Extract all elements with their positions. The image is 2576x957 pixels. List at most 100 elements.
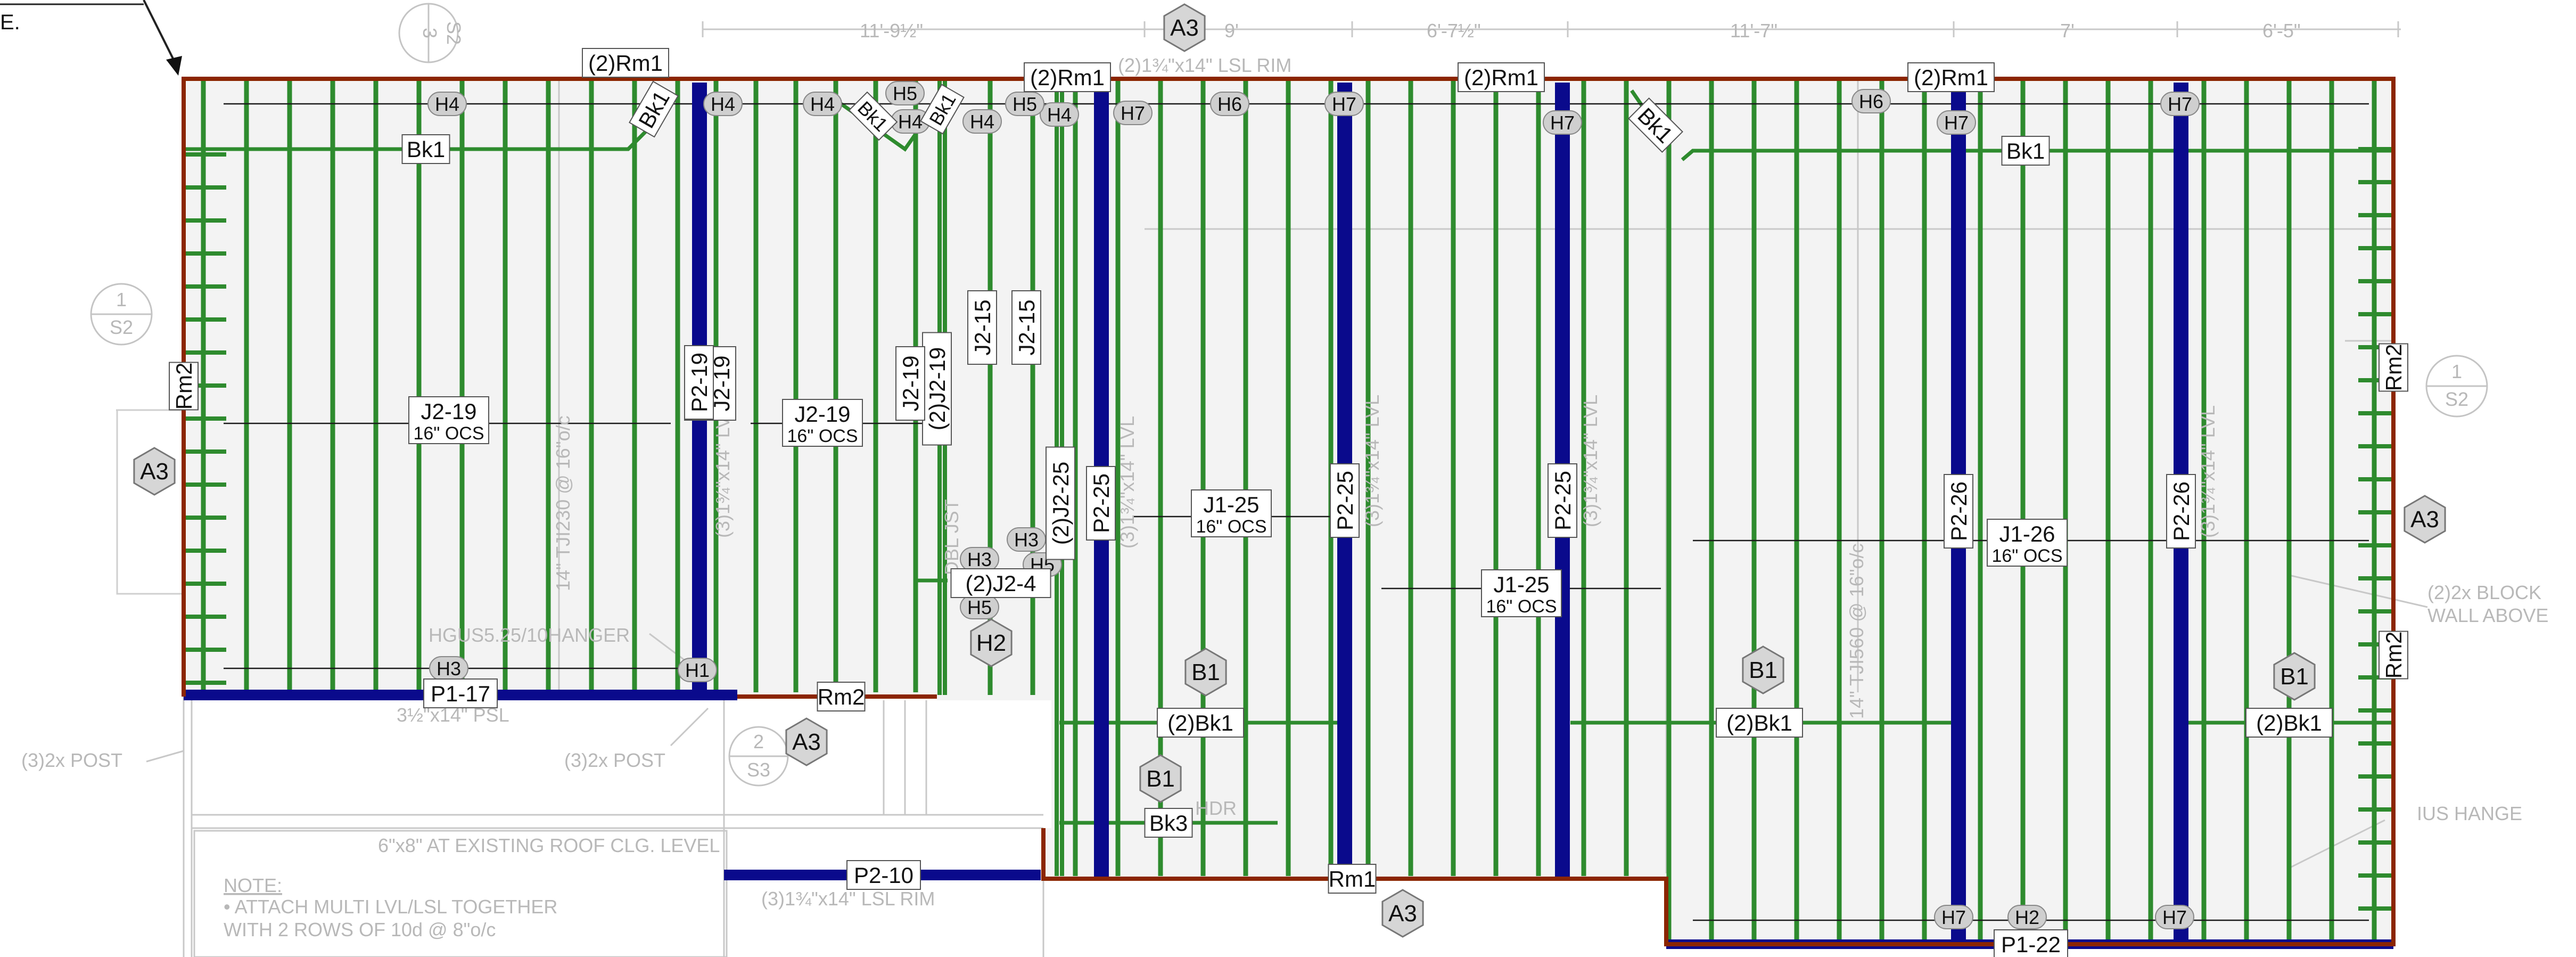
note-lvl-3: (3)1¾"x14" LVL [1361,395,1383,527]
note-dim-6: 6'-5" [2262,20,2301,42]
label-j2-15-b-text: J2-15 [1014,299,1039,355]
hanger-h3-c-label: H3 [1014,529,1039,551]
label-p2-25-b-text: P2-25 [1332,471,1357,530]
hanger-h6-a-label: H6 [1217,93,1242,115]
label-p2-26-b: P2-26 [2166,474,2196,549]
span-label-j2-19-b-title: J2-19 [794,402,850,427]
svg-text:S2: S2 [443,21,465,45]
a3-tag: A3 [1381,889,1424,938]
b1-tag-label: B1 [1146,766,1175,792]
note-hdr: HDR [1195,797,1237,819]
label-p2-25-c: P2-25 [1548,463,1577,538]
span-label-j1-26-spacing: 16" OCS [1991,546,2062,566]
label-rm2-right-upper: Rm2 [2379,343,2408,392]
corner-leader: E. [0,0,182,76]
note-lvl-4: (3)1¾"x14" LVL [1579,395,1601,527]
a3-tag-label: A3 [140,459,169,485]
note-lsl-rim-bottom: (3)1¾"x14" LSL RIM [761,888,935,910]
hanger-h7-c-label: H7 [1550,112,1575,134]
label-rim-top-3-text: (2)Rm1 [1464,65,1538,90]
label-bk3: Bk3 [1144,808,1193,838]
note-post-mid: (3)2x POST [564,749,665,771]
hanger-h1: H1 [678,658,717,682]
hanger-h7-g-label: H7 [2162,906,2187,928]
label-p1-17-text: P1-17 [431,681,490,706]
label-bk2x-b: (2)Bk1 [1716,708,1803,738]
label-rim-top-2-text: (2)Rm1 [1030,65,1105,90]
note-lvl-1: (3)1¾"x14" LVL [712,405,734,538]
label-p2-26-a: P2-26 [1944,474,1973,549]
svg-text:3: 3 [419,28,441,38]
label-bk2x-a-text: (2)Bk1 [1167,710,1233,735]
note-tji560: 14" TJI560 @ 16"o/c [1846,543,1867,719]
label-bk2x-b-text: (2)Bk1 [1726,710,1792,735]
hanger-h6-a: H6 [1210,92,1249,116]
note-roof: 6"x8" AT EXISTING ROOF CLG. LEVEL [378,835,720,856]
label-p2-26-a-text: P2-26 [1946,481,1971,541]
hanger-h4-b-label: H4 [711,93,735,115]
label-j2-19-vertical-text: J2-19 [898,355,923,411]
hanger-h7-d: H7 [1937,110,1976,135]
note-title: NOTE: [224,874,282,896]
hanger-h5-b: H5 [1005,92,1044,116]
note-dim-2: 9' [1224,20,1239,42]
hanger-h4-e: H4 [962,109,1002,134]
hanger-h3-a-label: H3 [437,658,461,680]
hanger-h6-b-label: H6 [1859,91,1883,112]
label-rm2-left: Rm2 [169,362,199,411]
svg-text:1: 1 [116,289,127,310]
label-p2-25-a-text: P2-25 [1089,473,1114,533]
label-rim-top-4: (2)Rm1 [1907,62,1995,92]
span-label-j2-19-b-spacing: 16" OCS [787,426,858,446]
label-j2-25-v: (2)J2-25 [1046,446,1075,560]
label-bk3-text: Bk3 [1149,811,1188,836]
label-j2-25-v-text: (2)J2-25 [1048,462,1073,545]
hanger-h7-f-label: H7 [1941,906,1966,928]
label-p2-26-b-text: P2-26 [2169,481,2194,541]
label-p2-10: P2-10 [846,860,921,890]
hanger-h4-e-label: H4 [970,111,994,133]
a3-tag: A3 [1163,3,1206,52]
hanger-h3-b: H3 [960,547,999,571]
label-p1-22-text: P1-22 [2001,932,2061,957]
label-bk1-f-text: Bk1 [2006,138,2045,163]
note-dbl-jst: DBL JST [941,499,962,575]
hanger-h2-small-label: H2 [2015,906,2039,928]
hanger-h7-b: H7 [1324,92,1364,116]
note-dim-4: 11'-7" [1730,20,1777,42]
label-p2-25-c-text: P2-25 [1550,471,1575,530]
label-rim-top-3: (2)Rm1 [1458,62,1545,92]
hanger-h4-f: H4 [1040,102,1079,127]
a3-tag-label: A3 [792,729,821,755]
label-j2-15-a: J2-15 [967,290,997,365]
hanger-h7-e: H7 [2160,92,2200,116]
label-bk2x-a: (2)Bk1 [1157,708,1244,738]
note-post-left: (3)2x POST [21,749,122,771]
label-j2-15-a-text: J2-15 [970,299,995,355]
label-p2-25-a: P2-25 [1086,466,1116,541]
b1-tag-label: B1 [2280,664,2309,690]
hanger-h4-d: H4 [891,109,930,134]
label-rm2-left-text: Rm2 [171,363,196,410]
svg-text:S2: S2 [110,316,133,338]
label-p2-19-beam: P2-19 [684,345,714,420]
section-marker-1-right: 1 S2 [2425,355,2488,418]
a3-tag: A3 [2404,495,2446,544]
label-rm1-bottom-text: Rm1 [1329,866,1376,891]
span-label-j1-25-b-title: J1-25 [1493,572,1549,597]
span-label-j1-25-b-spacing: 16" OCS [1486,596,1557,617]
span-label-j1-25-a-title: J1-25 [1203,492,1259,517]
label-bk2x-c: (2)Bk1 [2245,708,2333,738]
label-p1-22: P1-22 [1994,929,2068,957]
note-dim-3: 6'-7½" [1427,20,1481,42]
note-dim-1: 11'-9½" [860,20,923,42]
label-rm2-right-lower-text: Rm2 [2381,632,2406,679]
hanger-h4-b: H4 [703,92,743,116]
b1-tag-label: B1 [1191,659,1220,685]
note-dim-5: 7' [2060,20,2075,42]
